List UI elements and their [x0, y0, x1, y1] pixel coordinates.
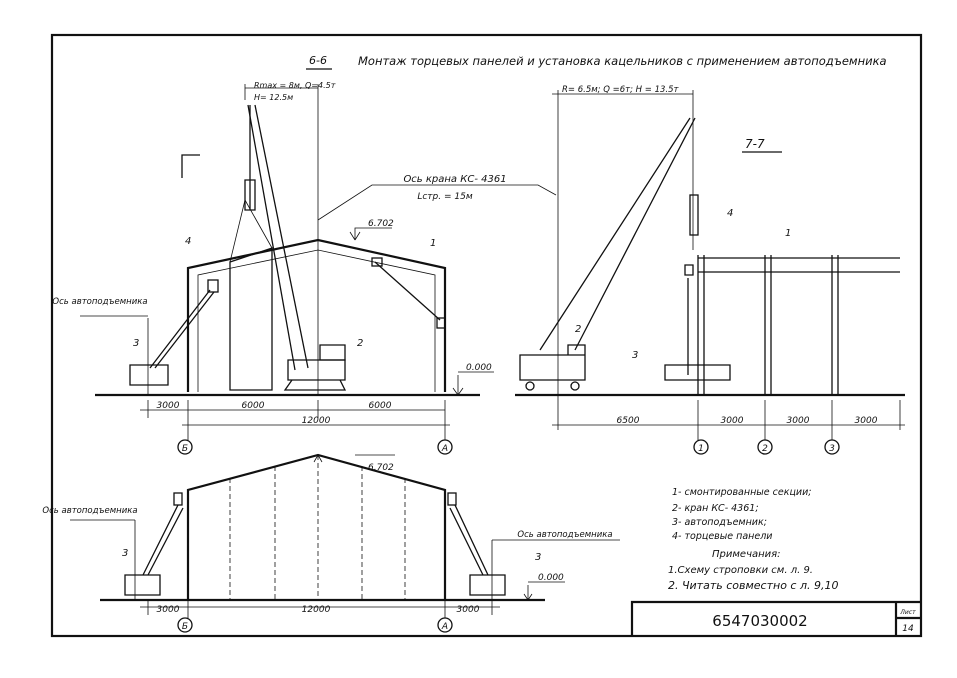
dim: 12000	[302, 416, 331, 426]
notes-title: Примечания:	[712, 549, 781, 560]
sheet-frame	[50, 33, 923, 638]
section-7-7: R= 6.5м; Q =6т; H = 13.5т 7-7 2 3 4 1 65…	[515, 85, 905, 455]
axis-a: А	[441, 444, 448, 454]
dim: 6500	[617, 416, 640, 426]
callout-3: 3	[122, 548, 128, 559]
callout-2: 2	[575, 324, 581, 335]
boom-length: Lстр. = 15м	[417, 192, 472, 202]
dim: 3000	[157, 401, 180, 411]
section-6-6: Rmax = 8м, Q=4.5т H= 12.5м Ось крана КС-…	[52, 81, 557, 455]
axis-2: 2	[762, 444, 768, 454]
sheet-number: 14	[902, 624, 914, 634]
dim: 3000	[457, 605, 480, 615]
crane-axis-label: Ось крана КС- 4361	[403, 174, 506, 185]
crane-height: H= 12.5м	[254, 93, 293, 102]
sheet-label: Лист	[899, 609, 916, 616]
legend-item: 4- торцевые панели	[672, 531, 772, 542]
elevation-zero: 0.000	[466, 363, 492, 373]
facade-elevation: 6.702 Ось автоподъемника Ось автоподъемн…	[42, 453, 620, 633]
lift-axis-right: Ось автоподъемника	[517, 530, 612, 540]
dim: 3000	[157, 605, 180, 615]
axis-3: 3	[829, 444, 835, 454]
lift-axis-left: Ось автоподъемника	[42, 506, 137, 516]
elevation-top: 6.702	[368, 463, 394, 473]
crane-params: R= 6.5м; Q =6т; H = 13.5т	[562, 85, 680, 95]
axis-a: А	[441, 622, 448, 632]
callout-3: 3	[133, 338, 139, 349]
drawing-title: Монтаж торцевых панелей и установка каце…	[358, 54, 887, 68]
axis-1: 1	[698, 444, 704, 454]
callout-4: 4	[185, 236, 191, 247]
dim: 3000	[855, 416, 878, 426]
note: 2. Читать совместно с л. 9,10	[668, 579, 838, 592]
dim: 12000	[302, 605, 331, 615]
elevation-zero: 0.000	[538, 573, 564, 583]
note: 1.Схему строповки см. л. 9.	[668, 565, 813, 576]
crane-params: Rmax = 8м, Q=4.5т	[254, 81, 336, 90]
dim: 6000	[242, 401, 265, 411]
doc-number: 6547030002	[712, 612, 807, 630]
axis-b: Б	[182, 444, 188, 454]
title-block: 6547030002 Лист 14	[630, 600, 921, 636]
callout-1: 1	[785, 228, 791, 239]
dim: 3000	[721, 416, 744, 426]
callout-4: 4	[727, 208, 733, 219]
legend-item: 3- автоподъемник;	[672, 517, 767, 528]
legend: 1- смонтированные секции; 2- кран КС- 43…	[668, 487, 838, 592]
lift-axis-label: Ось автоподъемника	[52, 297, 147, 307]
callout-3: 3	[535, 552, 541, 563]
legend-item: 2- кран КС- 4361;	[672, 503, 759, 514]
axis-b: Б	[182, 622, 188, 632]
dim: 6000	[369, 401, 392, 411]
callout-1: 1	[430, 238, 436, 249]
legend-item: 1- смонтированные секции;	[672, 487, 812, 498]
callout-3: 3	[632, 350, 638, 361]
callout-2: 2	[357, 338, 363, 349]
section-mark-7-7: 7-7	[745, 137, 765, 151]
section-mark-6-6: 6-6	[309, 54, 327, 67]
dim: 3000	[787, 416, 810, 426]
elevation-top: 6.702	[368, 219, 394, 229]
